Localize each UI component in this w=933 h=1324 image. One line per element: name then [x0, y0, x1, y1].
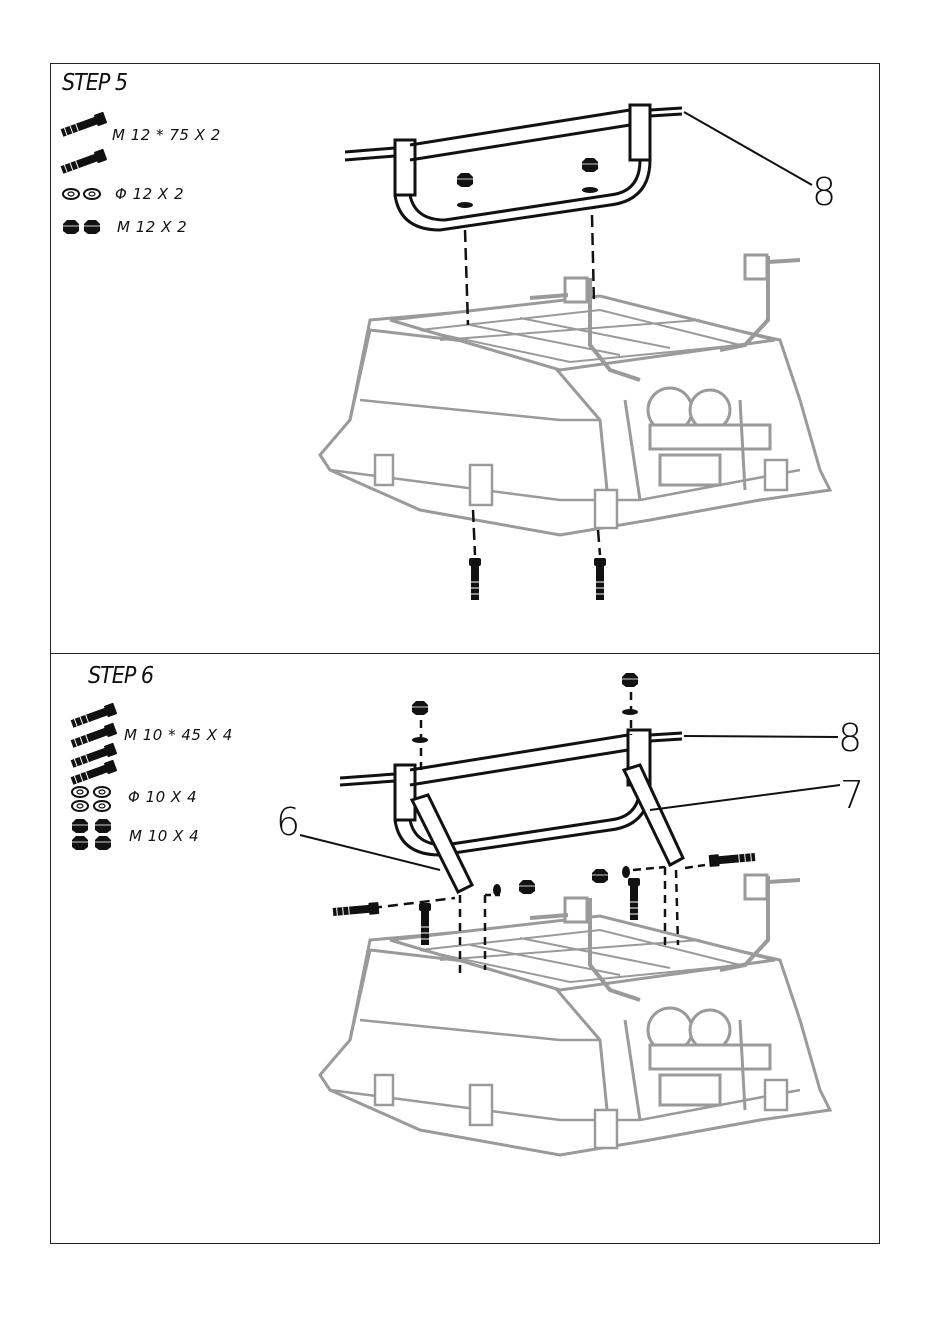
- step-5-assembly: [320, 105, 830, 600]
- brace-part-7: [624, 765, 683, 865]
- step-6-parts-list: [70, 703, 117, 850]
- handle-part-8: [345, 105, 682, 230]
- step-5-parts-list: [60, 112, 107, 234]
- step-6-handle-part-8: [340, 730, 682, 855]
- step-6-assembly: [320, 875, 830, 1155]
